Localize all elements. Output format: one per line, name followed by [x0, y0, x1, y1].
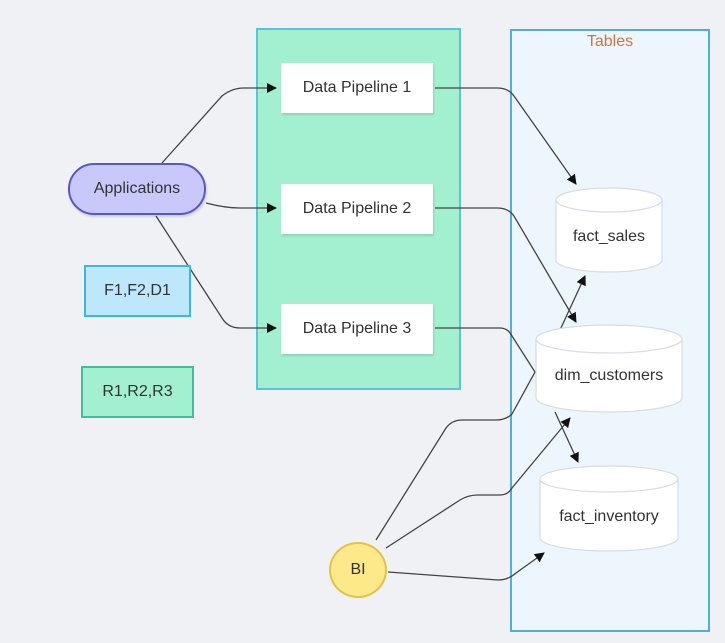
edge-applications-pipeline1[interactable] — [161, 83, 277, 164]
dim-customers-label-wrap: dim_customers — [536, 367, 682, 387]
edge-bi-factinventory[interactable] — [387, 552, 545, 581]
edge-bi-factsales[interactable] — [559, 275, 586, 331]
fact-inventory-label-wrap: fact_inventory — [540, 508, 678, 528]
fact-sales-label-wrap: fact_sales — [556, 228, 662, 248]
legend-fd-label: F1,F2,D1 — [104, 282, 171, 299]
edge-applications-pipeline3[interactable] — [155, 215, 277, 333]
tables-group-title: Tables — [586, 33, 634, 50]
fact-inventory-label: fact_inventory — [559, 508, 659, 525]
dim-customers-label: dim_customers — [554, 367, 664, 384]
fact-sales-label: fact_sales — [572, 228, 646, 245]
edge-pipeline3-dimcustomers[interactable] — [375, 327, 536, 541]
edge-pipeline2-factinventory[interactable] — [435, 207, 577, 323]
pipeline-2-label: Data Pipeline 2 — [302, 200, 412, 217]
applications-node[interactable]: Applications — [68, 163, 206, 215]
pipeline-2-node[interactable]: Data Pipeline 2 — [281, 184, 433, 234]
legend-fd-box[interactable]: F1,F2,D1 — [84, 265, 191, 317]
pipeline-3-label: Data Pipeline 3 — [302, 320, 412, 337]
fact-sales-cylinder[interactable] — [555, 187, 663, 273]
bi-label: BI — [350, 561, 366, 578]
legend-r-label: R1,R2,R3 — [102, 383, 173, 400]
legend-r-box[interactable]: R1,R2,R3 — [81, 366, 194, 418]
pipeline-1-node[interactable]: Data Pipeline 1 — [281, 63, 433, 113]
applications-label: Applications — [93, 180, 181, 197]
edge-bi-dimcustomers[interactable] — [385, 417, 571, 549]
bi-node[interactable]: BI — [329, 542, 387, 598]
edge-dimcustomers-factinventory[interactable] — [554, 411, 579, 463]
edge-applications-pipeline2[interactable] — [205, 202, 277, 213]
pipeline-1-label: Data Pipeline 1 — [302, 79, 412, 96]
fact-inventory-cylinder[interactable] — [539, 465, 679, 552]
dim-customers-cylinder[interactable] — [535, 324, 683, 413]
edge-pipeline1-factsales[interactable] — [435, 87, 577, 185]
pipeline-3-node[interactable]: Data Pipeline 3 — [281, 304, 433, 354]
